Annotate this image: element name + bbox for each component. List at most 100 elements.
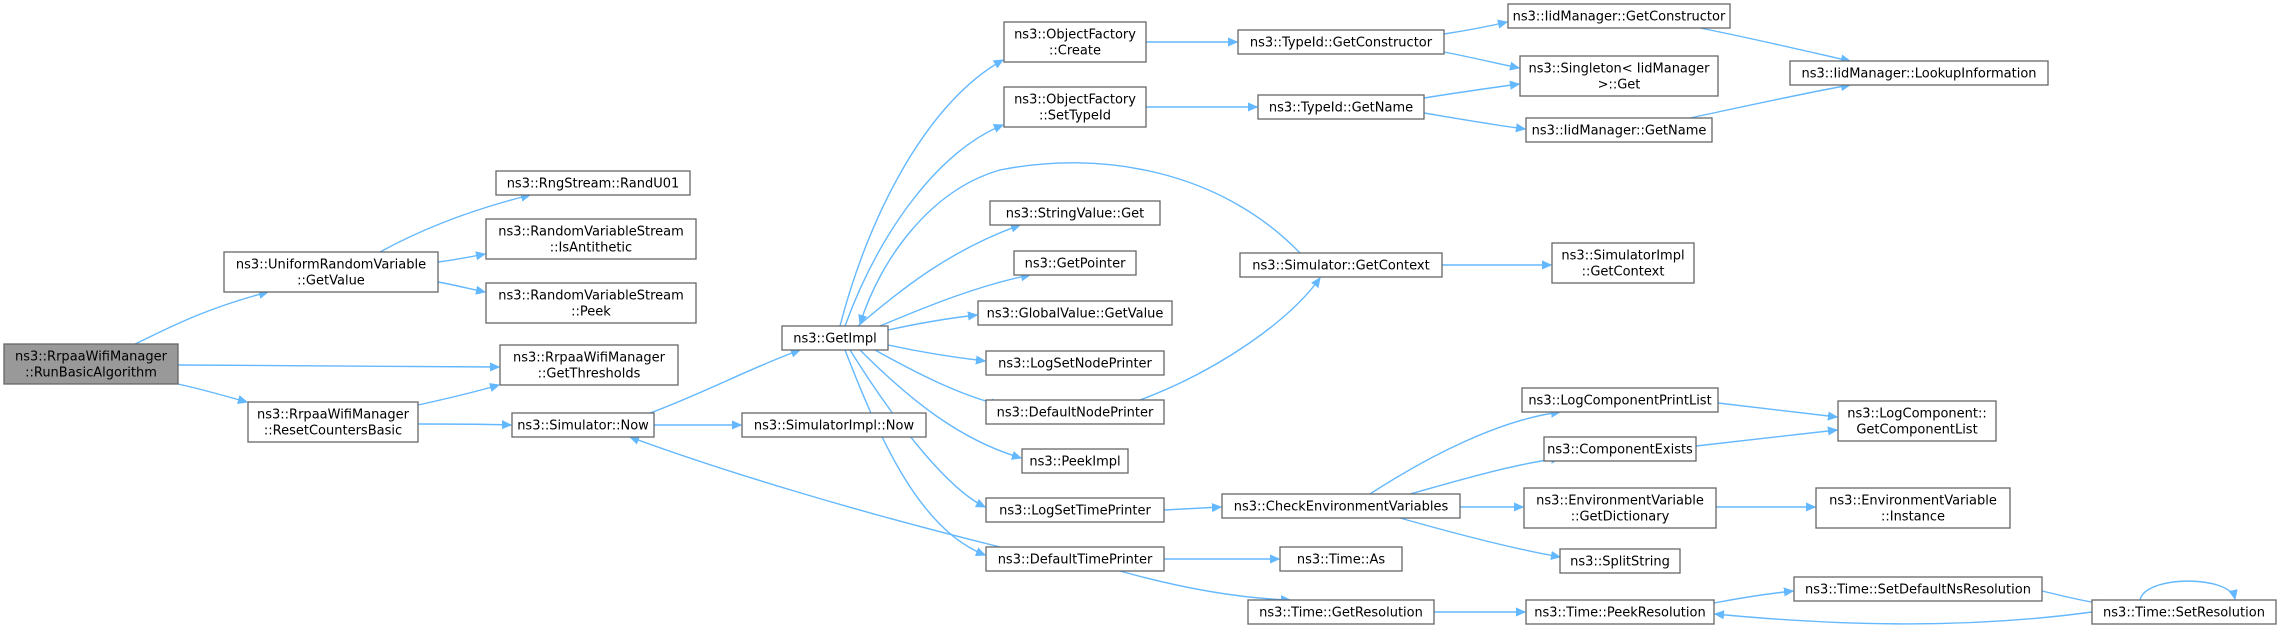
call-nodes: ns3::RrpaaWifiManager::RunBasicAlgorithm… xyxy=(3,3,2277,625)
node-envvar_instance[interactable]: ns3::EnvironmentVariable::Instance xyxy=(1815,487,2011,529)
node-sim_now[interactable]: ns3::Simulator::Now xyxy=(511,412,655,438)
call-edges xyxy=(134,22,2235,625)
node-typeid_getconstructor[interactable]: ns3::TypeId::GetConstructor xyxy=(1237,29,1445,55)
node-time_setresolution[interactable]: ns3::Time::SetResolution xyxy=(2091,599,2277,625)
node-label: ns3::RrpaaWifiManager xyxy=(257,408,410,423)
call-edge-typeid_getconstructor-to-iid_getconstructor xyxy=(1443,22,1507,35)
node-label: ns3::ObjectFactory xyxy=(1014,28,1136,43)
node-label: ::GetThresholds xyxy=(538,367,641,382)
node-box xyxy=(1793,576,2043,602)
node-box xyxy=(1525,117,1713,143)
node-of_create[interactable]: ns3::ObjectFactory::Create xyxy=(1003,21,1147,63)
node-componentexists[interactable]: ns3::ComponentExists xyxy=(1543,436,1697,462)
node-box xyxy=(1523,487,1717,529)
call-edge-checkenv-to-splitstring xyxy=(1399,517,1560,557)
node-peekimpl[interactable]: ns3::PeekImpl xyxy=(1021,448,1129,474)
node-iid_lookupinformation[interactable]: ns3::IidManager::LookupInformation xyxy=(1789,60,2049,86)
node-label: ns3::RandomVariableStream xyxy=(498,289,684,304)
node-stringvalue_get[interactable]: ns3::StringValue::Get xyxy=(989,200,1161,226)
node-typeid_getname[interactable]: ns3::TypeId::GetName xyxy=(1257,94,1425,120)
call-edge-checkenv-to-logcomponentprintlist xyxy=(1369,412,1560,495)
node-label: ns3::RandomVariableStream xyxy=(498,225,684,240)
call-edge-defaulttimeprinter-to-time_getresolution xyxy=(1119,570,1290,600)
node-urv_getvalue[interactable]: ns3::UniformRandomVariable::GetValue xyxy=(223,251,439,293)
call-edge-getimpl-to-stringvalue_get xyxy=(857,225,1020,327)
node-getimpl[interactable]: ns3::GetImpl xyxy=(781,325,889,351)
node-simimpl_getcontext[interactable]: ns3::SimulatorImpl::GetContext xyxy=(1551,242,1695,284)
node-box xyxy=(485,282,697,324)
node-iid_getconstructor[interactable]: ns3::IidManager::GetConstructor xyxy=(1507,3,1731,29)
node-box xyxy=(1525,599,1715,625)
node-label: ns3::RrpaaWifiManager xyxy=(513,351,666,366)
node-rng_randu01[interactable]: ns3::RngStream::RandU01 xyxy=(495,170,691,196)
node-get_thresholds[interactable]: ns3::RrpaaWifiManager::GetThresholds xyxy=(499,344,679,386)
call-edge-urv_getvalue-to-rvs_isantithetic xyxy=(437,254,485,263)
call-edge-reset_counters-to-sim_now xyxy=(417,424,511,425)
node-simimpl_now[interactable]: ns3::SimulatorImpl::Now xyxy=(741,412,927,438)
call-edge-getimpl-to-logsetnodeprinter xyxy=(887,344,985,361)
node-checkenv[interactable]: ns3::CheckEnvironmentVariables xyxy=(1221,493,1461,519)
node-root[interactable]: ns3::RrpaaWifiManager::RunBasicAlgorithm xyxy=(3,343,179,385)
node-time_as[interactable]: ns3::Time::As xyxy=(1279,546,1403,572)
node-label: ns3::Time::SetDefaultNsResolution xyxy=(1805,583,2031,598)
node-of_settypeid[interactable]: ns3::ObjectFactory::SetTypeId xyxy=(1003,86,1147,128)
node-label: ns3::GetImpl xyxy=(793,332,877,347)
node-box xyxy=(495,170,691,196)
node-label: ns3::SimulatorImpl::Now xyxy=(754,419,915,434)
node-box xyxy=(247,401,419,443)
node-label: ns3::GlobalValue::GetValue xyxy=(987,307,1164,322)
node-logsettimeprinter[interactable]: ns3::LogSetTimePrinter xyxy=(985,497,1165,523)
node-box xyxy=(1239,252,1443,278)
node-box xyxy=(1551,242,1695,284)
node-box xyxy=(485,218,697,260)
node-label: ns3::SimulatorImpl xyxy=(1561,249,1684,264)
node-getpointer[interactable]: ns3::GetPointer xyxy=(1013,250,1137,276)
node-label: ns3::TypeId::GetName xyxy=(1269,101,1413,116)
node-label: >::Get xyxy=(1598,78,1641,93)
call-edge-root-to-reset_counters xyxy=(177,383,247,402)
node-rvs_peek[interactable]: ns3::RandomVariableStream::Peek xyxy=(485,282,697,324)
call-edge-logcomponentprintlist-to-logcomponent_getcomponentlist xyxy=(1717,402,1837,417)
node-defaulttimeprinter[interactable]: ns3::DefaultTimePrinter xyxy=(985,546,1165,572)
call-edge-iid_getname-to-iid_lookupinformation xyxy=(1689,85,1850,119)
node-box xyxy=(985,399,1165,425)
node-label: ns3::LogComponent:: xyxy=(1847,407,1987,422)
node-label: ::Create xyxy=(1049,44,1101,59)
node-logcomponent_getcomponentlist[interactable]: ns3::LogComponent::GetComponentList xyxy=(1837,400,1997,442)
node-label: ns3::EnvironmentVariable xyxy=(1829,494,1997,509)
node-label: ns3::DefaultNodePrinter xyxy=(997,406,1154,421)
call-edge-getimpl-to-peekimpl xyxy=(859,349,1021,458)
node-box xyxy=(1237,29,1445,55)
node-label: ::ResetCountersBasic xyxy=(264,424,402,439)
node-label: ns3::Time::As xyxy=(1297,553,1386,568)
node-envvar_getdictionary[interactable]: ns3::EnvironmentVariable::GetDictionary xyxy=(1523,487,1717,529)
node-label: ns3::SplitString xyxy=(1570,555,1670,570)
node-iid_getname[interactable]: ns3::IidManager::GetName xyxy=(1525,117,1713,143)
node-time_peekresolution[interactable]: ns3::Time::PeekResolution xyxy=(1525,599,1715,625)
node-box xyxy=(511,412,655,438)
node-label: ns3::LogSetNodePrinter xyxy=(998,357,1152,372)
node-label: ns3::RngStream::RandU01 xyxy=(507,177,680,192)
node-label: ::IsAntithetic xyxy=(550,241,632,256)
call-edge-typeid_getconstructor-to-singleton_get xyxy=(1443,51,1519,68)
node-label: ns3::TypeId::GetConstructor xyxy=(1250,36,1433,51)
node-label: ns3::Time::GetResolution xyxy=(1259,606,1423,621)
node-logcomponentprintlist[interactable]: ns3::LogComponentPrintList xyxy=(1521,387,1719,413)
node-box xyxy=(985,350,1165,376)
node-globalvalue_getvalue[interactable]: ns3::GlobalValue::GetValue xyxy=(977,300,1173,326)
node-time_getresolution[interactable]: ns3::Time::GetResolution xyxy=(1247,599,1435,625)
node-splitstring[interactable]: ns3::SplitString xyxy=(1559,548,1681,574)
node-label: ns3::IidManager::LookupInformation xyxy=(1801,67,2036,82)
node-box xyxy=(3,343,179,385)
node-box xyxy=(985,497,1165,523)
node-time_setdefaultnsresolution[interactable]: ns3::Time::SetDefaultNsResolution xyxy=(1793,576,2043,602)
node-singleton_get[interactable]: ns3::Singleton< IidManager>::Get xyxy=(1519,55,1719,97)
node-reset_counters[interactable]: ns3::RrpaaWifiManager::ResetCountersBasi… xyxy=(247,401,419,443)
node-rvs_isantithetic[interactable]: ns3::RandomVariableStream::IsAntithetic xyxy=(485,218,697,260)
call-edge-checkenv-to-componentexists xyxy=(1409,458,1560,495)
node-logsetnodeprinter[interactable]: ns3::LogSetNodePrinter xyxy=(985,350,1165,376)
node-box xyxy=(781,325,889,351)
node-sim_getcontext[interactable]: ns3::Simulator::GetContext xyxy=(1239,252,1443,278)
node-defaultnodeprinter[interactable]: ns3::DefaultNodePrinter xyxy=(985,399,1165,425)
node-label: ::SetTypeId xyxy=(1039,109,1111,124)
